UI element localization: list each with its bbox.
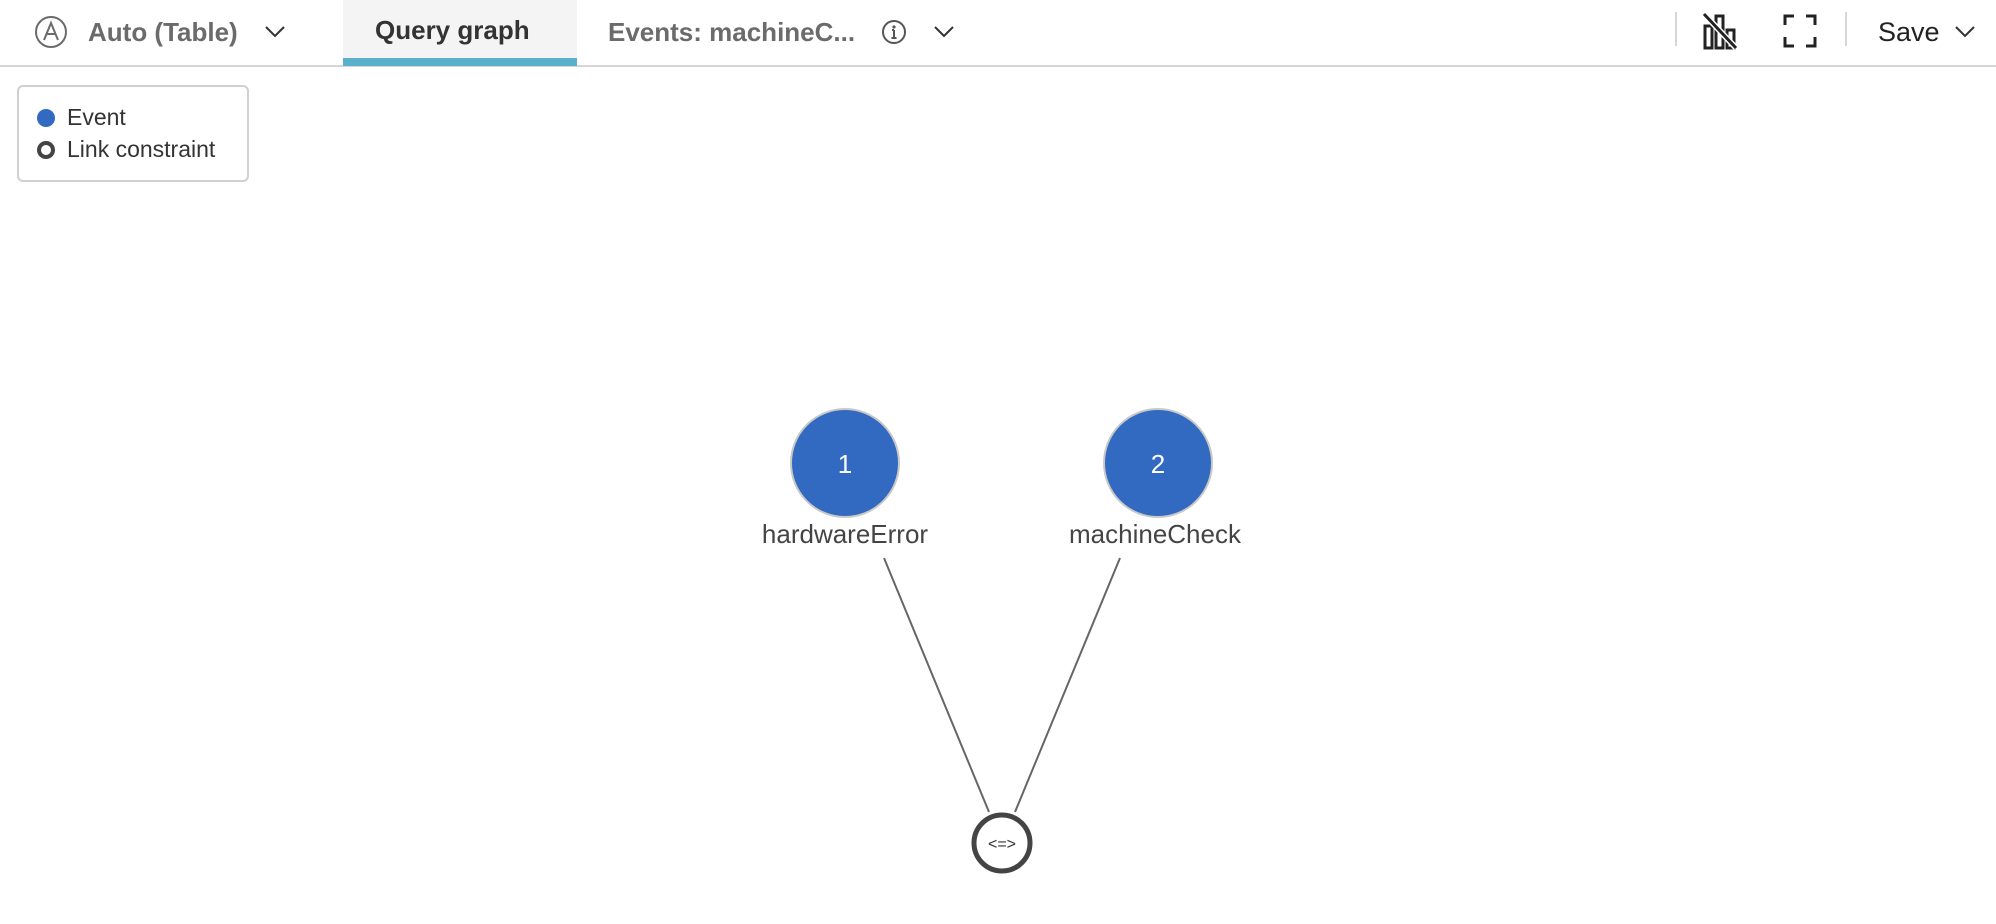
constraint-label: <=> xyxy=(988,836,1016,853)
event-dot-icon xyxy=(37,108,55,127)
tab-label: Events: machineC... xyxy=(608,17,856,47)
tab-query-graph[interactable]: Query graph xyxy=(343,0,577,66)
link-constraint-node[interactable]: <=> xyxy=(971,812,1033,874)
divider xyxy=(1675,12,1677,46)
save-label: Save xyxy=(1878,16,1940,47)
tab-label: Query graph xyxy=(375,15,530,45)
toolbar: Auto (Table) Query graph Events: machine… xyxy=(0,0,1996,67)
mode-label: Auto (Table) xyxy=(88,17,238,47)
node-label: machineCheck xyxy=(1069,519,1242,549)
legend-label: Event xyxy=(67,104,126,130)
graph-node-1[interactable]: 1 hardwareError xyxy=(762,408,929,549)
chevron-down-icon xyxy=(265,26,285,38)
chart-off-icon[interactable] xyxy=(1700,12,1740,50)
active-tab-indicator xyxy=(343,58,577,66)
link-constraint-ring-icon xyxy=(37,140,55,159)
node-label: hardwareError xyxy=(762,519,929,549)
graph-legend: Event Link constraint xyxy=(17,85,249,182)
graph-node-2[interactable]: 2 machineCheck xyxy=(1069,408,1242,549)
legend-item-event: Event xyxy=(37,104,126,131)
graph-edge xyxy=(1014,557,1121,813)
divider xyxy=(1845,12,1847,46)
node-number: 1 xyxy=(838,449,852,479)
save-button[interactable]: Save xyxy=(1878,14,1976,50)
chevron-down-icon[interactable] xyxy=(933,25,955,39)
circle-a-icon xyxy=(35,16,67,48)
graph-edge xyxy=(883,557,990,813)
chevron-down-icon xyxy=(1954,26,1975,38)
legend-item-link-constraint: Link constraint xyxy=(37,136,215,163)
mode-selector[interactable]: Auto (Table) xyxy=(34,14,286,50)
fullscreen-icon[interactable] xyxy=(1783,14,1817,48)
legend-label: Link constraint xyxy=(67,136,216,162)
node-number: 2 xyxy=(1151,449,1165,479)
info-icon[interactable] xyxy=(881,19,907,45)
tab-events[interactable]: Events: machineC... xyxy=(608,14,955,50)
